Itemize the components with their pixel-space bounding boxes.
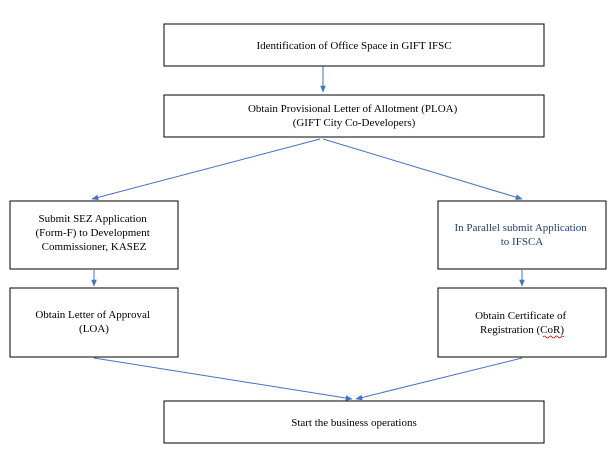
- node-loa-line-1: Obtain Letter of Approval: [35, 309, 150, 321]
- node-ploa-line-2: (GIFT City Co-Developers): [293, 117, 416, 129]
- arrow-ploa-to-sez: [91, 138, 321, 201]
- svg-text:Obtain Provisional Letter of A: Obtain Provisional Letter of Allotment (…: [248, 103, 460, 129]
- node-sez-line-1: Submit SEZ Application: [39, 213, 148, 225]
- node-cor-line-2: Registration (CoR): [480, 324, 564, 336]
- node-obtain-cor: Obtain Certificate of Registration (CoR): [437, 287, 607, 358]
- node-sez-line-2: (Form-F) to Development: [35, 227, 149, 239]
- svg-text:Submit SEZ Application: Submit SEZ Application (Form-F) to Devel…: [35, 213, 152, 253]
- svg-text:Start the business operations: Start the business operations: [291, 417, 417, 429]
- node-obtain-loa: Obtain Letter of Approval (LOA): [9, 287, 179, 358]
- node-sez-line-3: Commissioner, KASEZ: [42, 241, 147, 253]
- node-ifsca-line-1: In Parallel submit Application: [454, 222, 587, 234]
- arrow-ploa-to-ifsca: [322, 138, 523, 200]
- node-identify-line-1: Identification of Office Space in GIFT I…: [256, 40, 451, 52]
- connector-arrows: [91, 66, 525, 401]
- svg-text:In Parallel submit Application: In Parallel submit Application to IFSCA: [454, 222, 589, 248]
- arrow-loa-to-start: [93, 357, 353, 401]
- node-submit-ifsca-application: In Parallel submit Application to IFSCA: [437, 200, 607, 270]
- node-start-line-1: Start the business operations: [291, 417, 417, 429]
- svg-text:Identification of Office Space: Identification of Office Space in GIFT I…: [256, 40, 451, 52]
- node-ifsca-line-2: to IFSCA: [501, 236, 544, 248]
- node-obtain-ploa: Obtain Provisional Letter of Allotment (…: [163, 94, 545, 138]
- arrow-cor-to-start: [355, 357, 523, 401]
- node-cor-line-1: Obtain Certificate of: [475, 310, 566, 322]
- svg-text:Obtain Letter of Approval: Obtain Letter of Approval (LOA): [35, 309, 152, 335]
- svg-text:Obtain Certificate of: Obtain Certificate of Registration (CoR): [475, 310, 569, 336]
- node-loa-line-2: (LOA): [79, 323, 109, 335]
- node-identify-office-space: Identification of Office Space in GIFT I…: [163, 23, 545, 67]
- spellcheck-underline-icon: [542, 335, 565, 339]
- node-ploa-line-1: Obtain Provisional Letter of Allotment (…: [248, 103, 458, 115]
- node-start-business-operations: Start the business operations: [163, 400, 545, 444]
- node-submit-sez-application: Submit SEZ Application (Form-F) to Devel…: [9, 200, 179, 270]
